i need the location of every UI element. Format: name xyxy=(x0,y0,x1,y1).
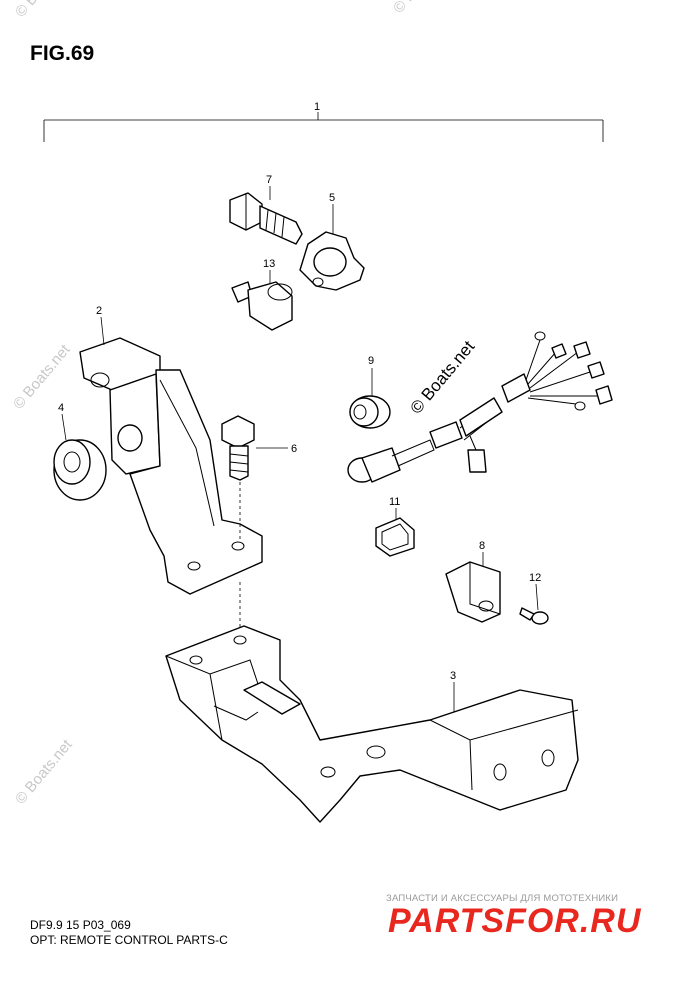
callout-8: 8 xyxy=(479,540,485,552)
part-9-grommet xyxy=(349,395,391,429)
leader-2 xyxy=(100,316,105,346)
callout-1: 1 xyxy=(314,101,320,113)
watermark-mid-left: © Boats.net xyxy=(10,341,74,413)
part-4-grommet xyxy=(53,439,107,501)
callout-4: 4 xyxy=(58,402,64,414)
part-5-clamp xyxy=(299,231,365,291)
watermark-bottom-left: © Boats.net xyxy=(12,736,76,808)
watermark-top-left: © Boats.net xyxy=(12,0,76,21)
watermark-center: © Boats.net xyxy=(407,337,479,418)
figure-caption: OPT: REMOTE CONTROL PARTS-C xyxy=(30,933,228,947)
part-8-holder xyxy=(445,561,501,623)
part-7-bolt xyxy=(229,192,303,245)
part-12-screw xyxy=(519,607,549,625)
callout-9: 9 xyxy=(368,355,374,367)
leader-12 xyxy=(535,583,539,611)
part-13-spacer xyxy=(231,281,293,331)
part-wiring-harness xyxy=(347,331,613,483)
model-code: DF9.9 15 P03_069 xyxy=(30,918,131,932)
callout-2: 2 xyxy=(96,305,102,317)
figure-title: FIG.69 xyxy=(30,42,95,65)
dealer-tagline: ЗАПЧАСТИ И АКСЕССУАРЫ ДЛЯ МОТОТЕХНИКИ xyxy=(386,893,619,904)
part-3-main-bracket xyxy=(165,625,579,823)
part-6-bolt xyxy=(221,415,255,481)
watermark-top-center: © Boats.net xyxy=(390,0,454,17)
callout-13: 13 xyxy=(263,258,275,270)
callout-12: 12 xyxy=(529,572,541,584)
callout-5: 5 xyxy=(329,192,335,204)
part-2-bracket xyxy=(79,337,263,595)
callout-3: 3 xyxy=(450,670,456,682)
dealer-logo: PARTSFOR.RU xyxy=(388,902,642,940)
callout-11: 11 xyxy=(389,496,400,508)
part-11-grommet xyxy=(375,517,415,557)
callout-7: 7 xyxy=(266,174,272,186)
callout-6: 6 xyxy=(291,443,297,455)
leader-4 xyxy=(61,413,67,441)
